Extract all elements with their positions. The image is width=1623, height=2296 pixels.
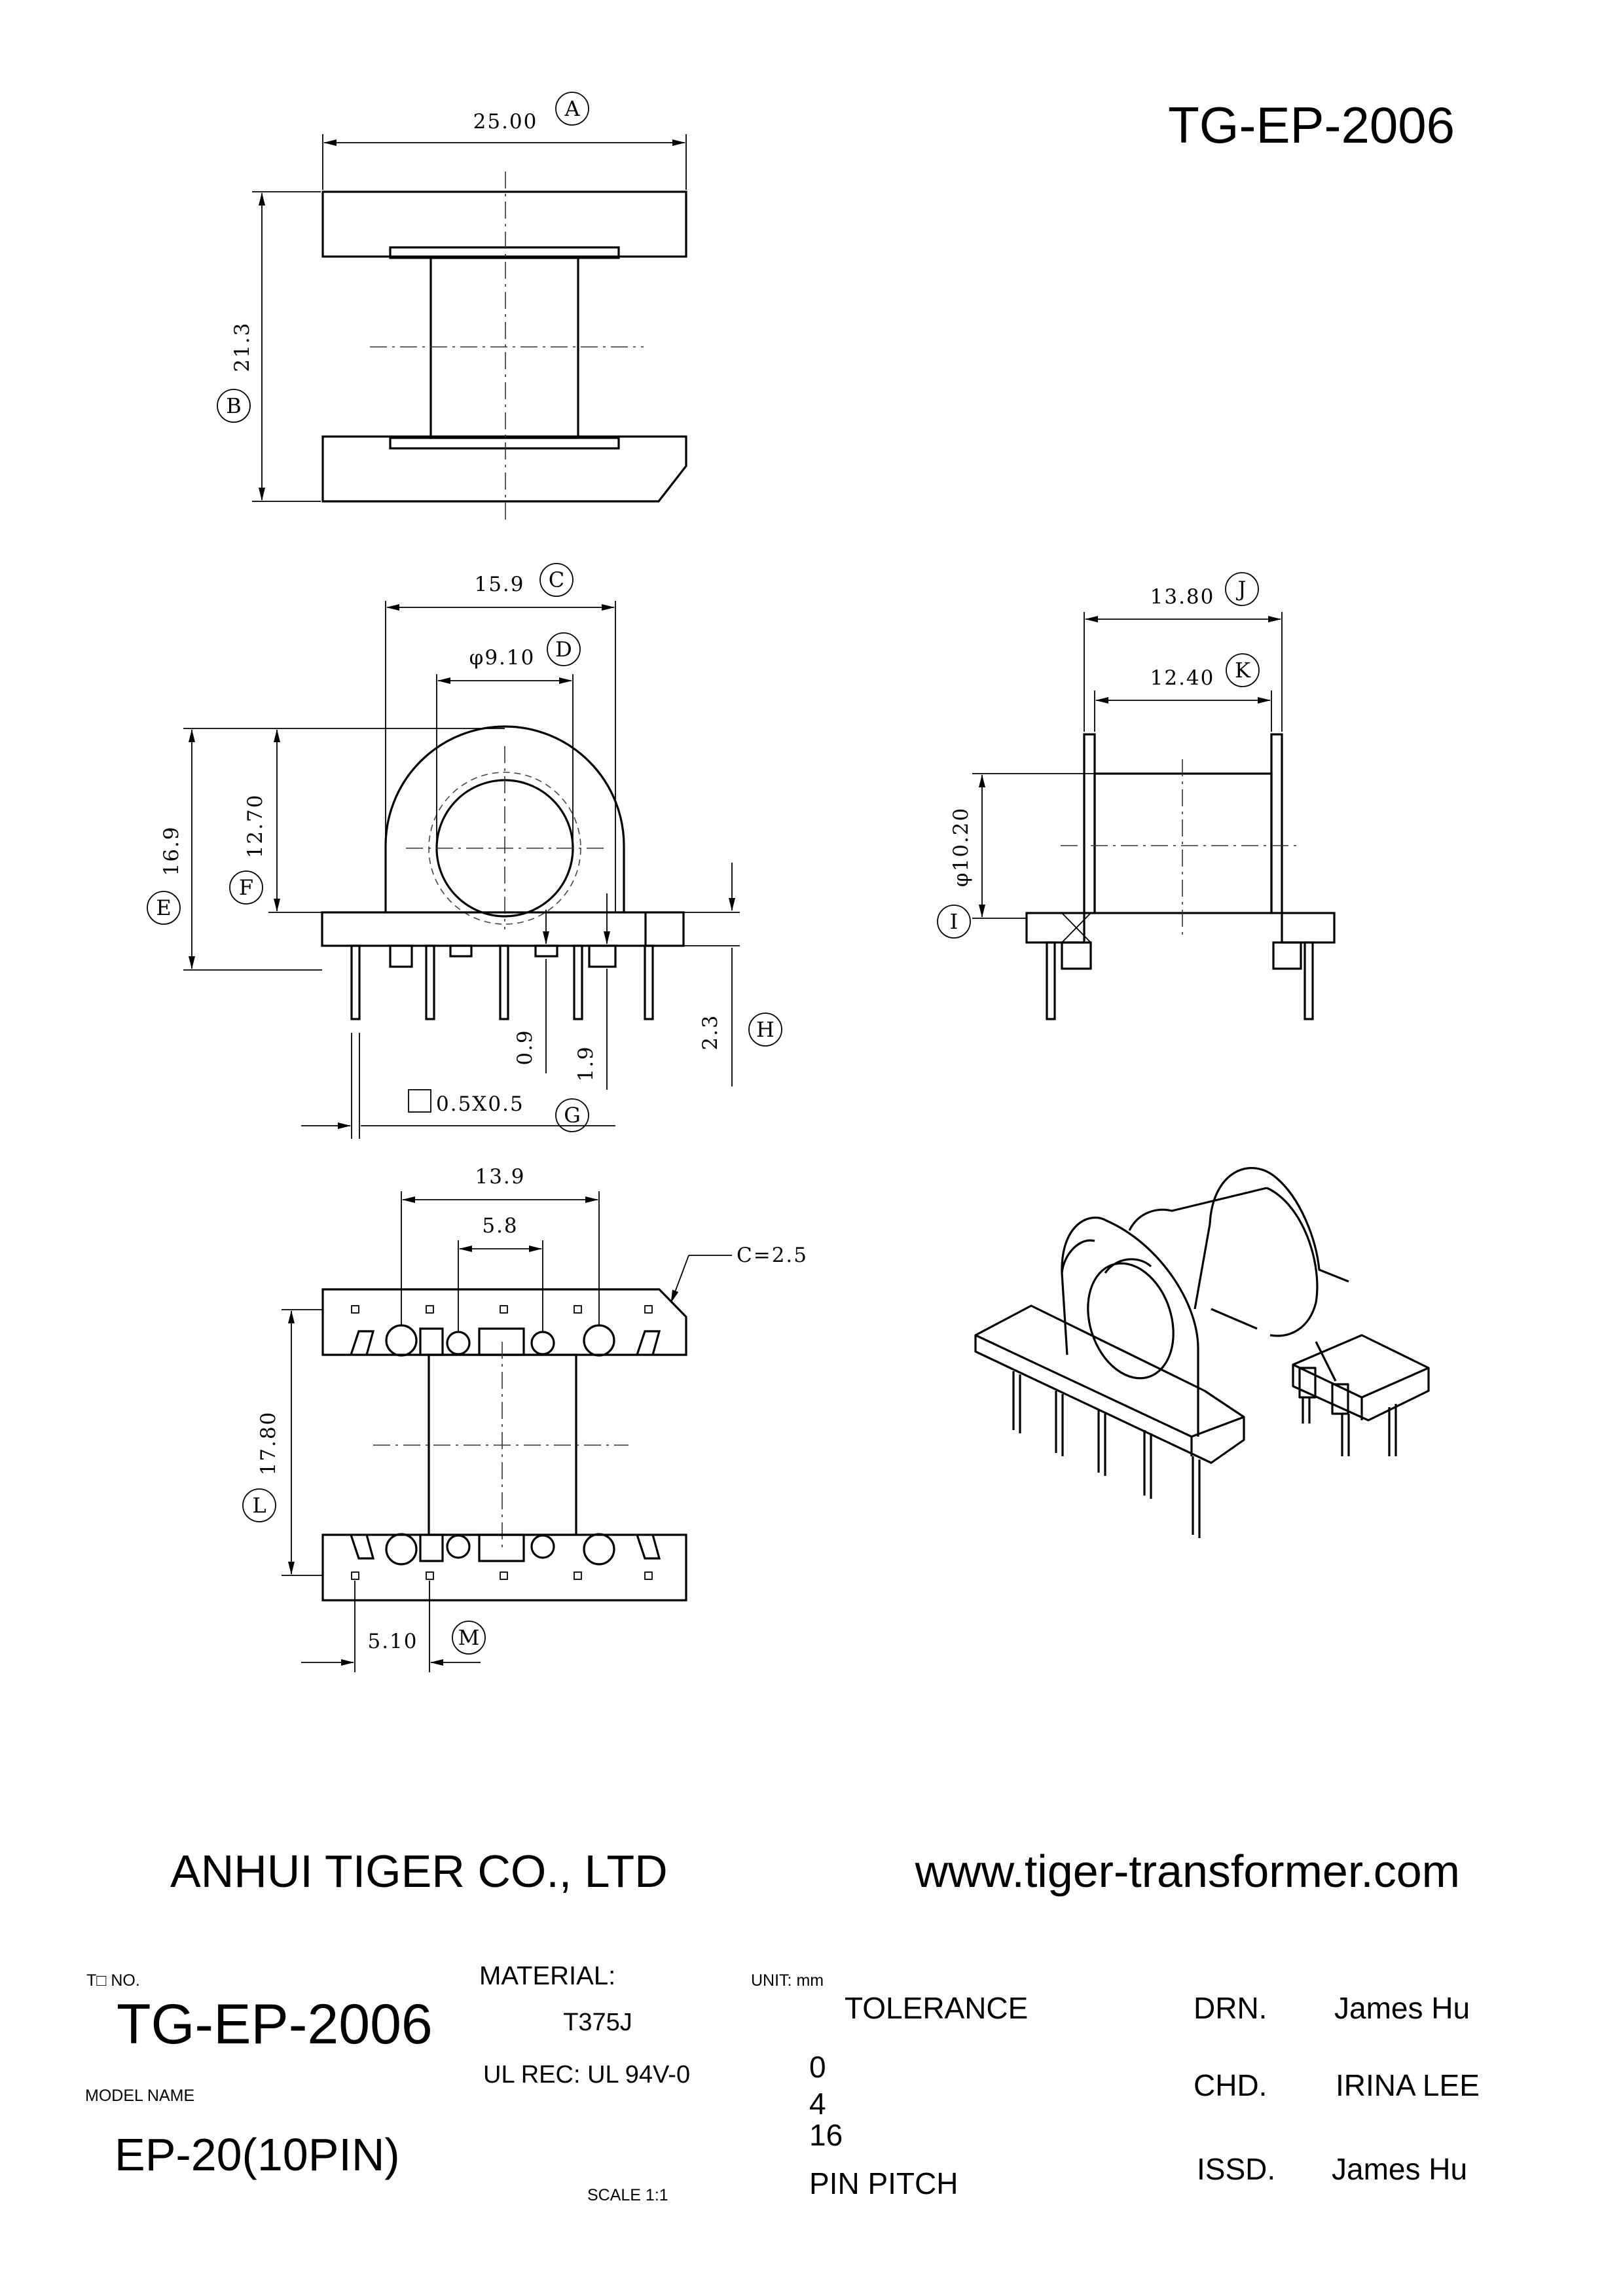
company-website[interactable]: www.tiger-transformer.com bbox=[915, 1846, 1460, 1897]
dim-d-value: φ9.10 bbox=[469, 646, 536, 670]
dim-m-value: 5.10 bbox=[367, 1630, 418, 1653]
side-view: 13.80 J 12.40 K φ10.20 I bbox=[937, 572, 1336, 1020]
chamfer-value: C=2.5 bbox=[737, 1244, 808, 1267]
dim-j-marker bbox=[1225, 572, 1259, 606]
tno-value: TG-EP-2006 bbox=[117, 1993, 433, 2056]
chd-value: IRINA LEE bbox=[1336, 2068, 1480, 2102]
dim-g-marker bbox=[555, 1098, 589, 1132]
material-label: MATERIAL: bbox=[479, 1962, 615, 1990]
dim-l-value: 17.80 bbox=[257, 1411, 280, 1476]
dim-c-letter: C bbox=[549, 567, 564, 592]
dim-i-letter: I bbox=[950, 909, 958, 934]
company-name: ANHUI TIGER CO., LTD bbox=[170, 1846, 668, 1897]
dim-i-marker bbox=[937, 905, 971, 939]
dim-h-marker bbox=[748, 1013, 782, 1047]
bottom-width-value: 13.9 bbox=[475, 1165, 525, 1189]
dim-h-letter: H bbox=[756, 1017, 775, 1042]
dim-b-marker bbox=[217, 389, 251, 423]
dim-a-letter: A bbox=[564, 96, 580, 121]
drn-value: James Hu bbox=[1334, 1991, 1470, 2025]
dim-b-value: 21.3 bbox=[230, 321, 254, 372]
dim-a-value: 25.00 bbox=[473, 110, 538, 134]
dim-c-marker bbox=[539, 563, 574, 597]
title-block: T□ NO. TG-EP-2006 MODEL NAME EP-20(10PIN… bbox=[85, 1962, 1480, 2204]
dim-h-value: 2.3 bbox=[699, 1014, 722, 1050]
tolerance-value-2: 4 bbox=[809, 2087, 826, 2121]
dim-f-value: 12.70 bbox=[244, 794, 267, 859]
model-name-value: EP-20(10PIN) bbox=[115, 2129, 400, 2180]
top-view: 25.00 A 21.3 B bbox=[217, 92, 687, 524]
dim-g-value: 0.5X0.5 bbox=[436, 1092, 524, 1116]
unit: UNIT: mm bbox=[751, 1971, 824, 1990]
dim-d-letter: D bbox=[555, 637, 572, 662]
pin-offset-1: 0.9 bbox=[513, 1029, 537, 1065]
square-pin-icon bbox=[408, 1089, 431, 1113]
dim-m-letter: M bbox=[458, 1625, 480, 1650]
dim-b-letter: B bbox=[226, 393, 242, 418]
dim-j-letter: J bbox=[1236, 577, 1247, 601]
dim-f-marker bbox=[229, 870, 263, 905]
front-view: 15.9 C φ9.10 D 16.9 E 12.70 F 0.9 1.9 bbox=[147, 563, 782, 1139]
ul-rec: UL REC: UL 94V-0 bbox=[483, 2061, 690, 2089]
tolerance-value-1: 0 bbox=[809, 2050, 826, 2084]
dim-d-marker bbox=[547, 632, 581, 666]
dim-c-value: 15.9 bbox=[474, 573, 524, 596]
tno-label: T□ NO. bbox=[86, 1971, 140, 1990]
dim-g-letter: G bbox=[564, 1103, 581, 1128]
dim-e-marker bbox=[147, 891, 181, 925]
dim-l-marker bbox=[242, 1488, 276, 1522]
dim-k-value: 12.40 bbox=[1150, 666, 1215, 690]
dim-i-value: φ10.20 bbox=[949, 807, 973, 887]
bottom-view: 13.9 5.8 C=2.5 17.80 L 5.10 M bbox=[242, 1165, 808, 1672]
pin-offset-2: 1.9 bbox=[574, 1045, 598, 1081]
dim-j-value: 13.80 bbox=[1150, 585, 1215, 609]
isometric-view bbox=[974, 1167, 1430, 1538]
model-name-label: MODEL NAME bbox=[85, 2087, 194, 2105]
dim-e-value: 16.9 bbox=[160, 825, 183, 876]
dim-k-letter: K bbox=[1235, 658, 1251, 683]
drn-label: DRN. bbox=[1194, 1991, 1267, 2025]
tolerance-label: TOLERANCE bbox=[845, 1991, 1028, 2025]
pin-pitch-label: PIN PITCH bbox=[809, 2166, 958, 2200]
dim-e-letter: E bbox=[156, 895, 171, 920]
dim-a-marker bbox=[555, 92, 589, 126]
material-value: T375J bbox=[563, 2009, 632, 2036]
chd-label: CHD. bbox=[1194, 2068, 1267, 2102]
dim-m-marker bbox=[452, 1621, 486, 1655]
issd-value: James Hu bbox=[1332, 2152, 1467, 2186]
dim-f-letter: F bbox=[239, 875, 253, 900]
scale: SCALE 1:1 bbox=[587, 2186, 668, 2204]
issd-label: ISSD. bbox=[1197, 2152, 1275, 2186]
bottom-inner-value: 5.8 bbox=[482, 1214, 518, 1238]
tolerance-value-3: 16 bbox=[809, 2118, 843, 2152]
dim-k-marker bbox=[1226, 653, 1260, 687]
dim-l-letter: L bbox=[252, 1493, 266, 1518]
drawing-number: TG-EP-2006 bbox=[1168, 96, 1455, 154]
